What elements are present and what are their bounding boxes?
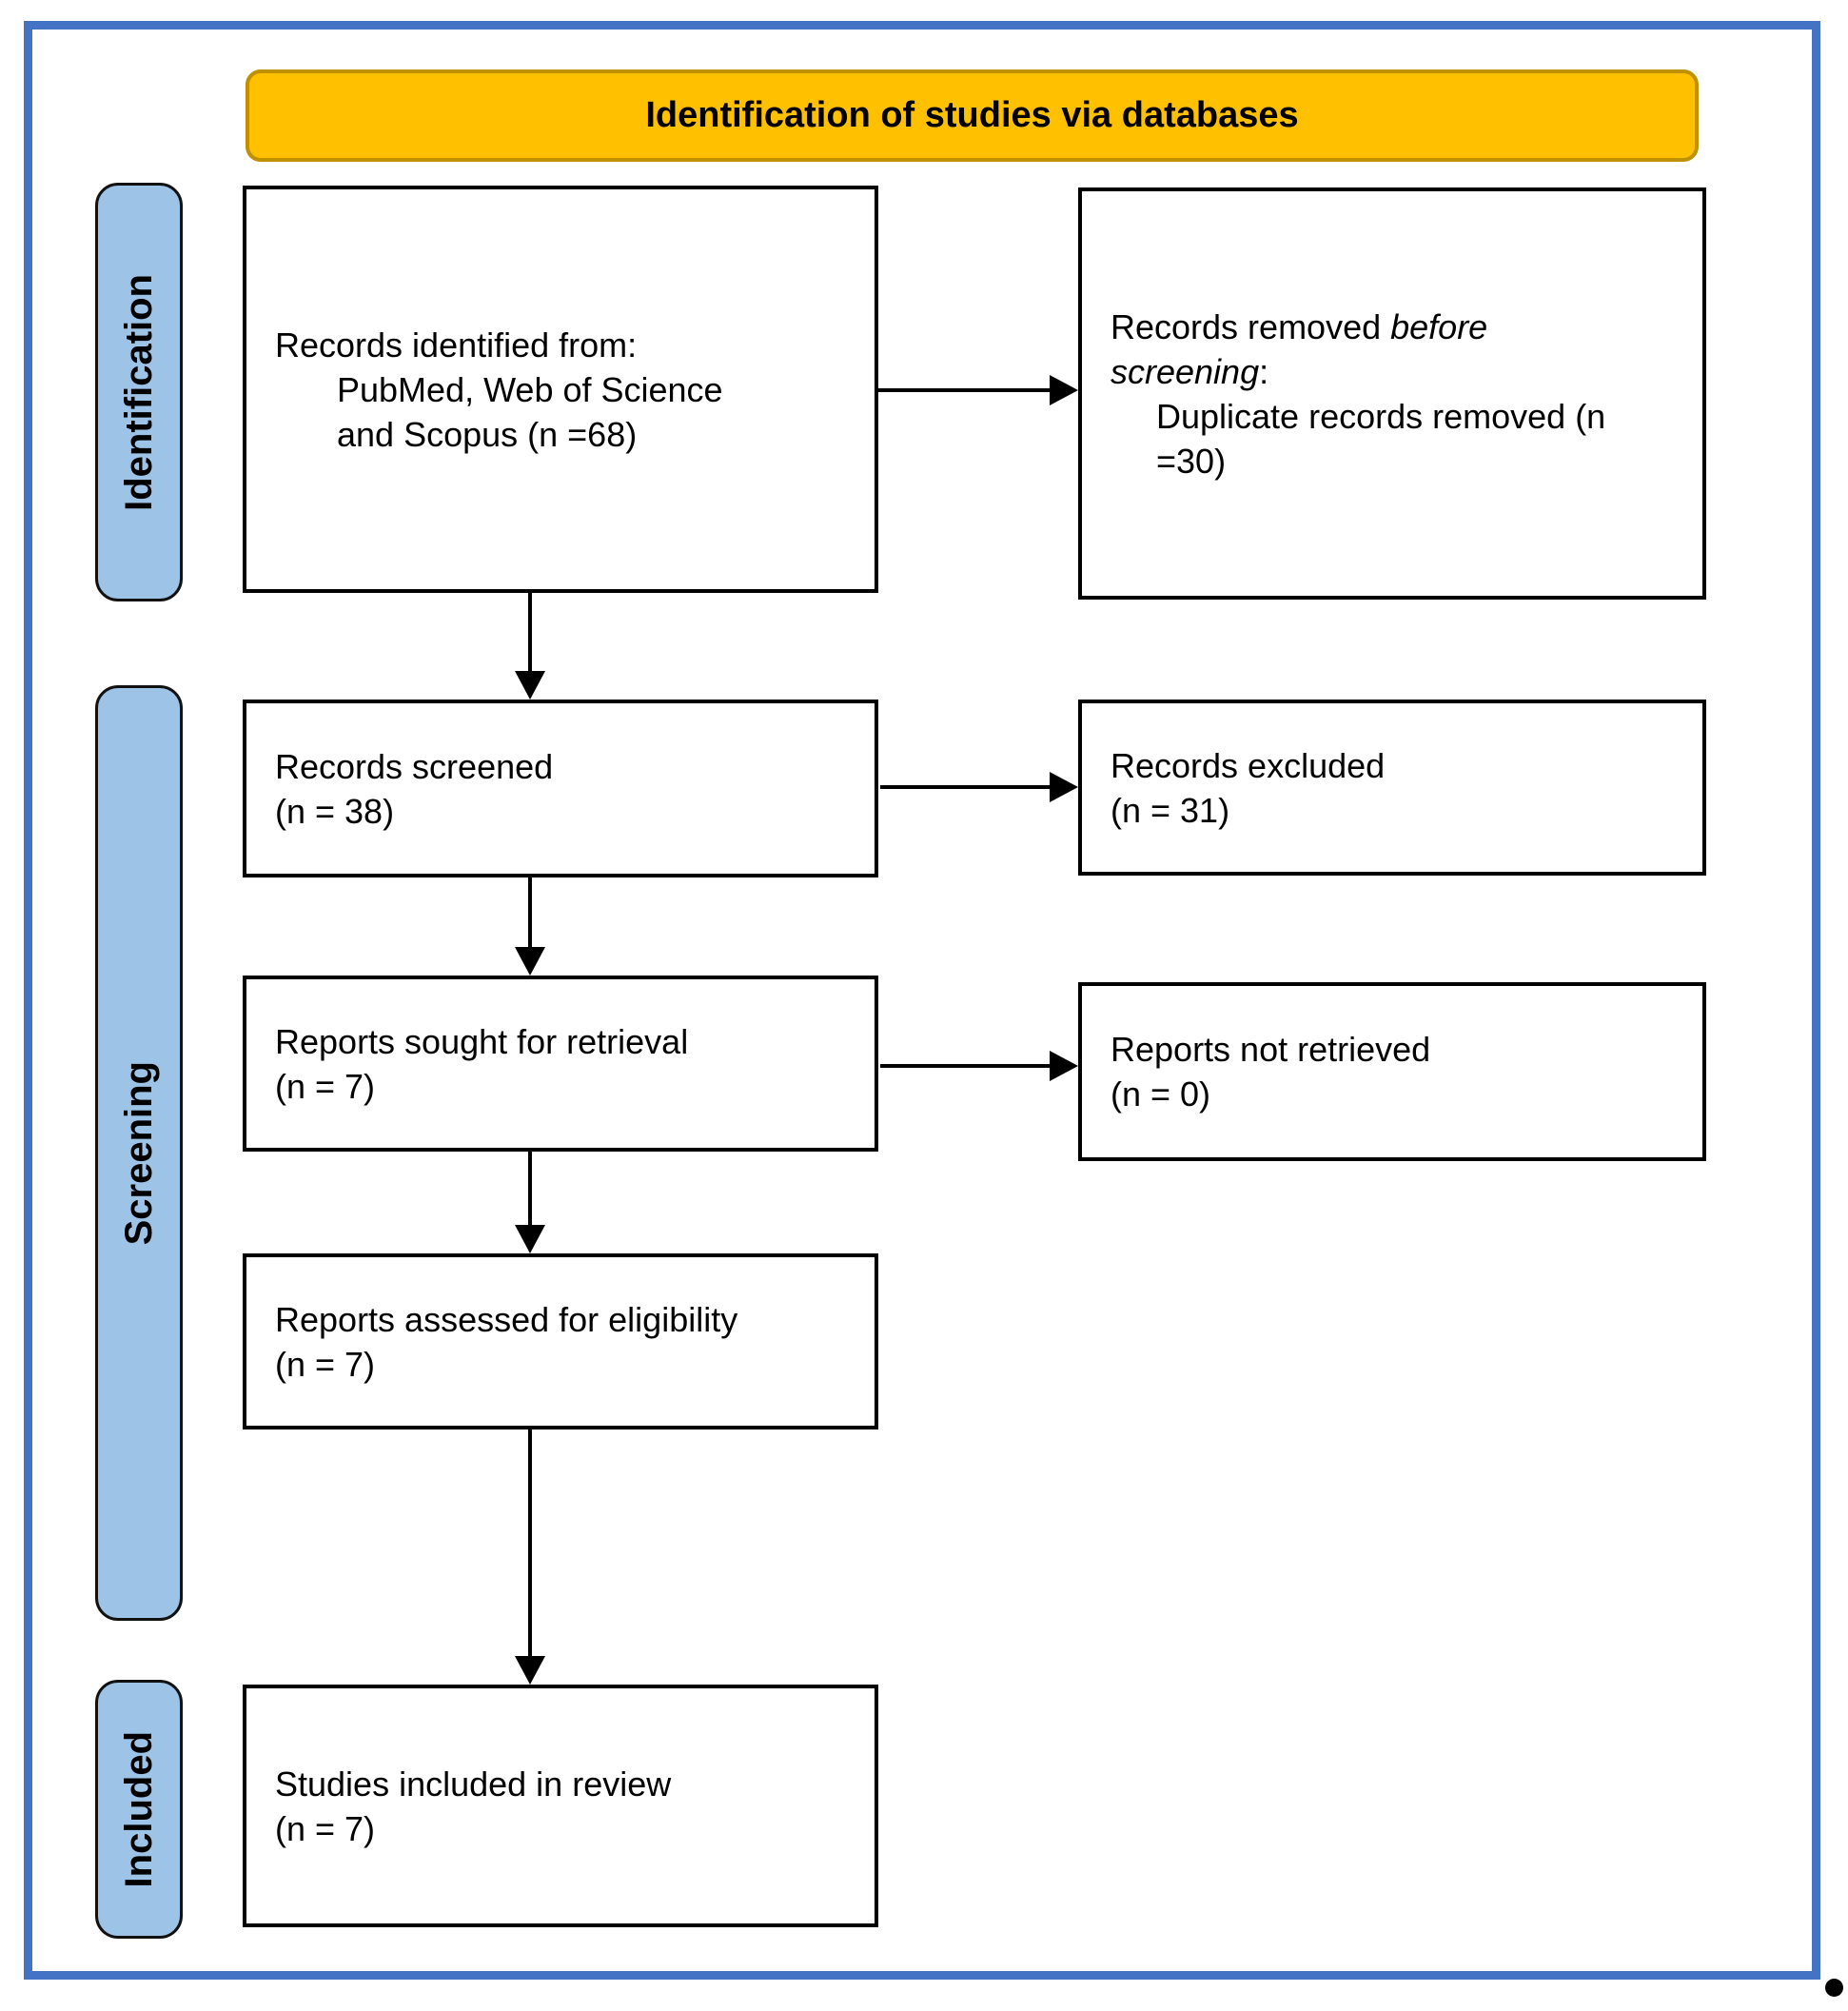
box-line-text: :: [1259, 351, 1269, 391]
arrow-line: [880, 785, 1050, 789]
arrow-line: [878, 388, 1050, 392]
box-count: (n = 38): [275, 791, 395, 831]
banner-identification-via-databases: Identification of studies via databases: [246, 69, 1699, 162]
box-line: =30): [1156, 441, 1227, 481]
box-count: (n = 7): [275, 1808, 376, 1848]
box-reports-assessed: Reports assessed for eligibility (n = 7): [243, 1253, 878, 1429]
box-count: (n = 31): [1111, 790, 1230, 830]
box-line: Records removed before: [1111, 305, 1685, 349]
box-reports-not-retrieved: Reports not retrieved (n = 0): [1078, 982, 1706, 1161]
box-line: Reports sought for retrieval: [275, 1021, 689, 1061]
diagram-outer-frame: [24, 21, 1820, 1980]
box-count: (n = 7): [275, 1066, 376, 1106]
arrow-line: [528, 1152, 532, 1225]
box-line: PubMed, Web of Science: [337, 369, 723, 409]
box-count: (n = 7): [275, 1344, 376, 1384]
box-line: screening:: [1111, 349, 1685, 394]
box-line-italic-text: screening: [1111, 351, 1260, 391]
arrow-head-right-icon: [1050, 375, 1078, 405]
arrow-head-right-icon: [1050, 772, 1078, 802]
stage-label-screening: Screening: [95, 685, 183, 1621]
stage-label-included: Included: [95, 1680, 183, 1939]
box-reports-sought: Reports sought for retrieval (n = 7): [243, 976, 878, 1152]
stray-period-dot: [1825, 1979, 1843, 1997]
arrow-line: [880, 1064, 1050, 1068]
arrow-head-down-icon: [515, 1656, 545, 1685]
box-count: (n = 0): [1111, 1075, 1211, 1114]
arrow-head-down-icon: [515, 947, 545, 976]
box-studies-included: Studies included in review (n = 7): [243, 1685, 878, 1927]
stage-label-screening-text: Screening: [117, 1060, 160, 1246]
stage-label-included-text: Included: [117, 1730, 160, 1888]
box-records-identified: Records identified from: PubMed, Web of …: [243, 186, 878, 593]
stage-label-identification: Identification: [95, 183, 183, 601]
arrow-head-down-icon: [515, 1225, 545, 1253]
box-line: Reports not retrieved: [1111, 1030, 1431, 1069]
box-line: Records identified from:: [275, 325, 638, 365]
arrow-line: [528, 877, 532, 947]
box-line: Records excluded: [1111, 745, 1386, 785]
box-records-screened: Records screened (n = 38): [243, 700, 878, 877]
arrow-head-down-icon: [515, 671, 545, 700]
box-records-removed-before-screening: Records removed before screening: Duplic…: [1078, 187, 1706, 600]
box-line: and Scopus (n =68): [337, 414, 638, 454]
box-line: Reports assessed for eligibility: [275, 1299, 738, 1339]
box-line: Duplicate records removed (n: [1156, 396, 1606, 436]
box-line: Studies included in review: [275, 1764, 672, 1804]
arrow-line: [528, 1429, 532, 1656]
box-records-excluded: Records excluded (n = 31): [1078, 700, 1706, 876]
stage-label-identification-text: Identification: [117, 273, 160, 511]
box-line-text: Records removed: [1111, 306, 1391, 346]
box-line: Records screened: [275, 746, 554, 786]
arrow-head-right-icon: [1050, 1051, 1078, 1081]
box-line-italic-text: before: [1390, 306, 1488, 346]
arrow-line: [528, 593, 532, 671]
banner-label: Identification of studies via databases: [645, 95, 1299, 135]
